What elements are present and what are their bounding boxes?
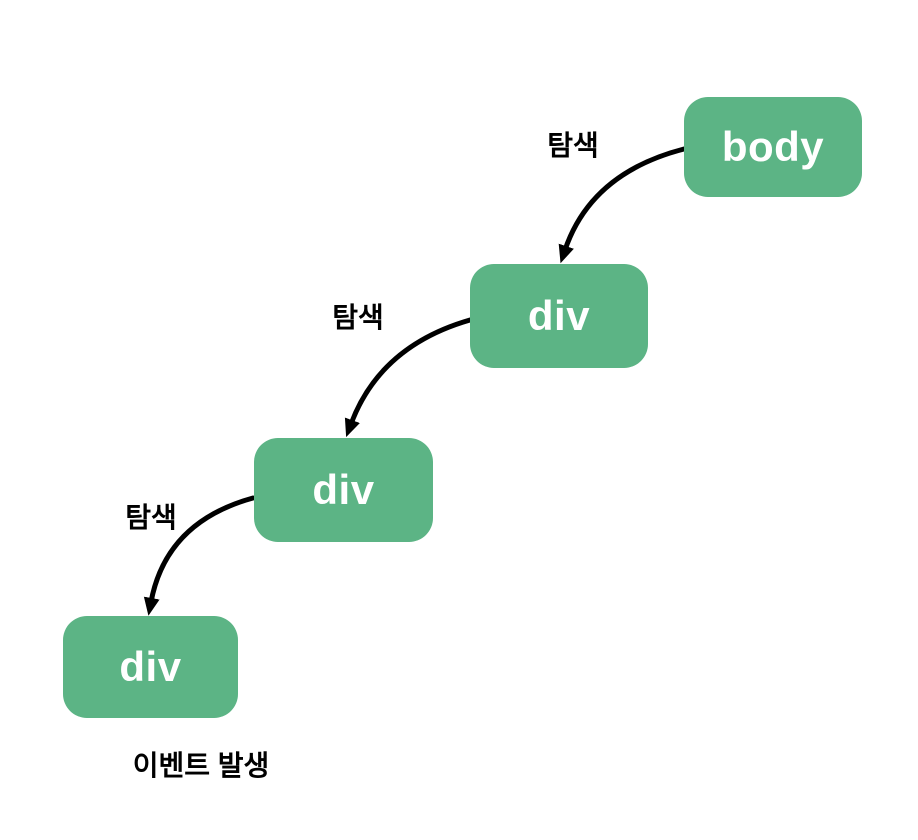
- node-body: body: [684, 97, 862, 197]
- edge-label-div2-to-div3: 탐색: [125, 502, 177, 533]
- arrow-body-to-div1-icon: [558, 146, 687, 264]
- node-div-2-label: div: [312, 466, 375, 513]
- node-div-3-label: div: [119, 643, 182, 690]
- node-div-1-label: div: [527, 292, 591, 339]
- node-body-label: body: [721, 123, 825, 170]
- edge-label-body-to-div1: 탐색: [547, 130, 599, 161]
- node-div-2: div: [254, 438, 433, 542]
- edge-label-div1-to-div2: 탐색: [332, 302, 384, 333]
- event-origin-caption: 이벤트 발생: [132, 750, 270, 781]
- node-div-3: div: [63, 616, 238, 718]
- node-div-1: div: [470, 264, 648, 368]
